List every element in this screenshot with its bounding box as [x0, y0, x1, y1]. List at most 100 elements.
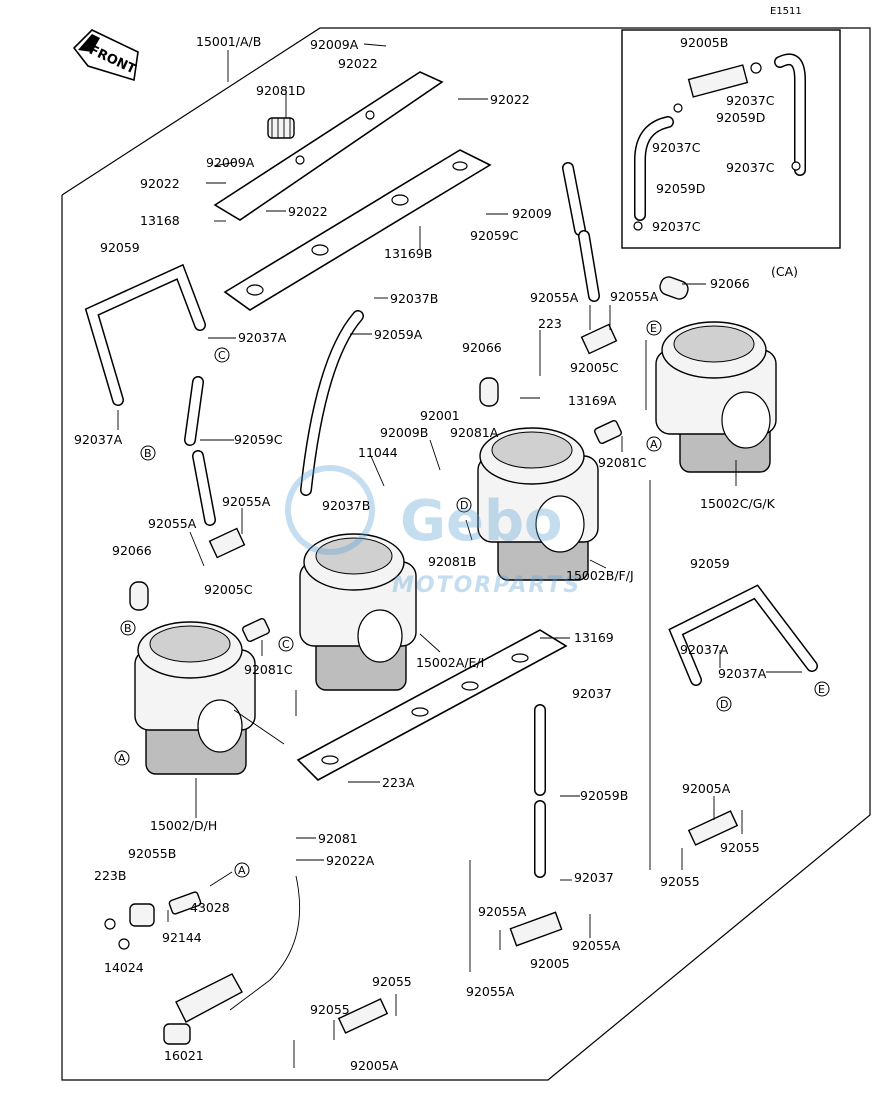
- svg-text:D: D: [460, 499, 468, 512]
- fitting-92005A-right-icon: [687, 810, 739, 846]
- leader-lines: [117, 43, 802, 1068]
- label-92066-mid: 92066: [462, 340, 502, 355]
- label-92037C-4: 92037C: [652, 219, 701, 234]
- spring-92081C-right-icon: [594, 419, 622, 445]
- label-16021: 16021: [164, 1048, 204, 1063]
- label-92005B: 92005B: [680, 35, 728, 50]
- label-92009B: 92009B: [380, 425, 428, 440]
- label-15002A: 15002A/E/I: [416, 655, 484, 670]
- hose-92059-left: [84, 263, 206, 406]
- label-92037A-1: 92037A: [238, 330, 287, 345]
- part-labels: 15001/A/B 92009A 92022 92022 92081D 9200…: [74, 34, 776, 1073]
- svg-text:C: C: [218, 349, 226, 362]
- label-92037A-2: 92037A: [74, 432, 123, 447]
- label-92009: 92009: [512, 206, 552, 221]
- hose-92059A: [300, 310, 364, 496]
- bracket-plate-15001: [213, 71, 444, 221]
- label-92037A-3: 92037A: [680, 642, 729, 657]
- label-92055A-5: 92055A: [478, 904, 527, 919]
- marker-c-icon: C: [214, 347, 230, 363]
- svg-text:C: C: [282, 638, 290, 651]
- label-92081: 92081: [318, 831, 358, 846]
- throttle-cable-16021-icon: [163, 875, 301, 1045]
- label-92022-plate: 92022: [288, 204, 328, 219]
- marker-e-icon: E: [646, 320, 662, 336]
- label-92055-3: 92055: [372, 974, 412, 989]
- label-92001: 92001: [420, 408, 460, 423]
- marker-b2-icon: B: [120, 620, 136, 636]
- fitting-92005-icon: [509, 911, 563, 947]
- label-92055A-2: 92055A: [610, 289, 659, 304]
- label-92055-2: 92055: [660, 874, 700, 889]
- label-92081B: 92081B: [428, 554, 476, 569]
- cap-92066-left-icon: [129, 581, 149, 611]
- bracket-plate-13169: [296, 629, 568, 781]
- inset-hoses: [633, 53, 806, 231]
- marker-d2-icon: D: [716, 696, 732, 712]
- label-92055A-6: 92055A: [572, 938, 621, 953]
- carburetor-15002-icon: [134, 621, 256, 775]
- spring-92081C-left-icon: [242, 617, 270, 643]
- fitting-92005C-right-icon: [580, 323, 618, 355]
- marker-a-icon: A: [114, 750, 130, 766]
- svg-text:B: B: [144, 447, 152, 460]
- label-92005A-1: 92005A: [682, 781, 731, 796]
- label-92037-1: 92037: [572, 686, 612, 701]
- marker-e2-icon: E: [814, 681, 830, 697]
- label-92059D-1: 92059D: [716, 110, 765, 125]
- label-92081C-2: 92081C: [244, 662, 293, 677]
- label-92066-right: 92066: [710, 276, 750, 291]
- label-92055-4: 92055: [310, 1002, 350, 1017]
- watermark-logo: Gebo MOTORPARTS: [285, 465, 581, 598]
- label-92055A-4: 92055A: [148, 516, 197, 531]
- label-92037C-3: 92037C: [726, 160, 775, 175]
- label-92037B: 92037B: [390, 291, 438, 306]
- lever-14024-icon: [104, 891, 202, 950]
- front-arrow-icon: FRONT: [72, 29, 139, 82]
- marker-d-icon: D: [456, 497, 472, 513]
- label-92022A: 92022A: [326, 853, 375, 868]
- svg-text:D: D: [720, 698, 728, 711]
- svg-text:B: B: [124, 622, 132, 635]
- inset-label: (CA): [771, 264, 798, 279]
- marker-b-icon: B: [140, 445, 156, 461]
- hose-92059-right: [668, 584, 818, 686]
- label-92009A-top: 92009A: [310, 37, 359, 52]
- fitting-92005A-bottom-icon: [337, 998, 389, 1034]
- label-92059B: 92059B: [580, 788, 628, 803]
- marker-c2-icon: C: [278, 636, 294, 652]
- watermark-brand: Gebo: [400, 489, 563, 554]
- label-13169B: 13169B: [384, 246, 432, 261]
- corner-code: E1511: [770, 6, 802, 17]
- label-92005C-2: 92005C: [204, 582, 253, 597]
- label-92009A-mid: 92009A: [206, 155, 255, 170]
- label-92005A-2: 92005A: [350, 1058, 399, 1073]
- label-15001: 15001/A/B: [196, 34, 261, 49]
- label-92144: 92144: [162, 930, 202, 945]
- label-92081C-1: 92081C: [598, 455, 647, 470]
- svg-text:A: A: [118, 752, 126, 765]
- marker-a2-icon: A: [646, 436, 662, 452]
- label-43028: 43028: [190, 900, 230, 915]
- label-92037B-2: 92037B: [322, 498, 370, 513]
- label-92005: 92005: [530, 956, 570, 971]
- label-92022-mid: 92022: [140, 176, 180, 191]
- cap-92066-right-icon: [659, 276, 689, 300]
- carburetor-15002C-icon: [655, 321, 777, 473]
- label-92081D: 92081D: [256, 83, 305, 98]
- bracket-plate-13169B: [223, 149, 492, 311]
- label-92081A: 92081A: [450, 425, 499, 440]
- marker-a3-icon: A: [234, 862, 250, 878]
- label-92059C-top: 92059C: [470, 228, 519, 243]
- label-14024: 14024: [104, 960, 144, 975]
- label-92059A: 92059A: [374, 327, 423, 342]
- carburetor-15002A-icon: [299, 533, 417, 691]
- hose-92059C-left: [184, 376, 216, 526]
- svg-text:A: A: [650, 438, 658, 451]
- label-92055A-3: 92055A: [222, 494, 271, 509]
- label-13169A: 13169A: [568, 393, 617, 408]
- label-92037A-4: 92037A: [718, 666, 767, 681]
- label-223B: 223B: [94, 868, 126, 883]
- label-92055B: 92055B: [128, 846, 176, 861]
- watermark-tagline: MOTORPARTS: [392, 573, 581, 598]
